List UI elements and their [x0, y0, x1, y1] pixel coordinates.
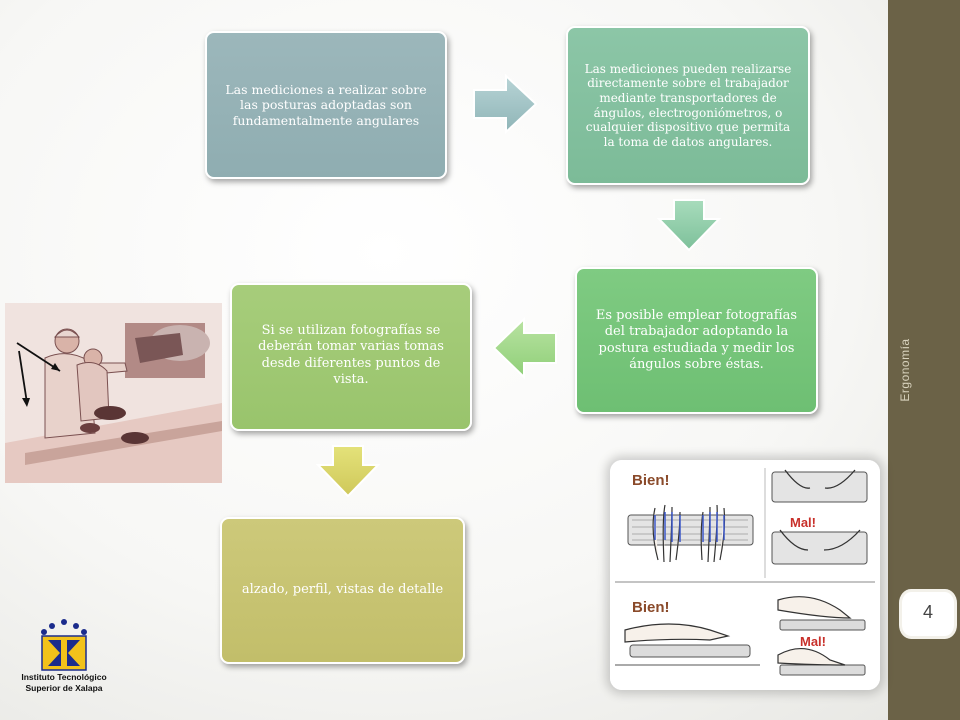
flow-box-text-1: Las mediciones a realizar sobre las post… — [225, 81, 427, 128]
bien-label-bottom: Bien! — [632, 599, 670, 616]
mal-label-bottom: Mal! — [800, 634, 826, 649]
logo-line-1: Instituto Tecnológico — [21, 672, 107, 682]
flow-box-text-3: Es posible emplear fotografías del traba… — [595, 308, 798, 372]
bien-label-top: Bien! — [632, 472, 670, 489]
flow-box-text-4: Si se utilizan fotografías se deberán to… — [258, 323, 444, 387]
page-number: 4 — [922, 602, 933, 622]
flow-box-angular-measurements: Las mediciones a realizar sobre las post… — [205, 31, 447, 179]
mal-label-top: Mal! — [790, 515, 816, 530]
flow-box-text-2: Las mediciones pueden realizarse directa… — [584, 61, 792, 149]
arrow-down-icon — [656, 199, 722, 252]
worker-photo-image — [5, 303, 222, 483]
typing-posture-image: Bien! Mal! Bien! Mal! — [610, 460, 880, 690]
sidebar-title: Ergonomía — [898, 338, 912, 402]
flow-box-multiple-views: Si se utilizan fotografías se deberán to… — [230, 283, 472, 431]
page-number-badge: 4 — [897, 589, 959, 639]
arrow-down-icon — [315, 445, 381, 498]
flow-box-view-types: alzado, perfil, vistas de detalle — [220, 517, 465, 664]
institute-logo: Instituto Tecnológico Superior de Xalapa — [18, 614, 110, 696]
flow-box-direct-measurement: Las mediciones pueden realizarse directa… — [566, 26, 810, 185]
logo-line-2: Superior de Xalapa — [25, 683, 103, 693]
flow-box-photographs: Es posible emplear fotografías del traba… — [575, 267, 818, 414]
arrow-left-icon — [492, 316, 557, 380]
flow-box-text-5: alzado, perfil, vistas de detalle — [241, 582, 444, 598]
arrow-right-icon — [473, 73, 538, 135]
